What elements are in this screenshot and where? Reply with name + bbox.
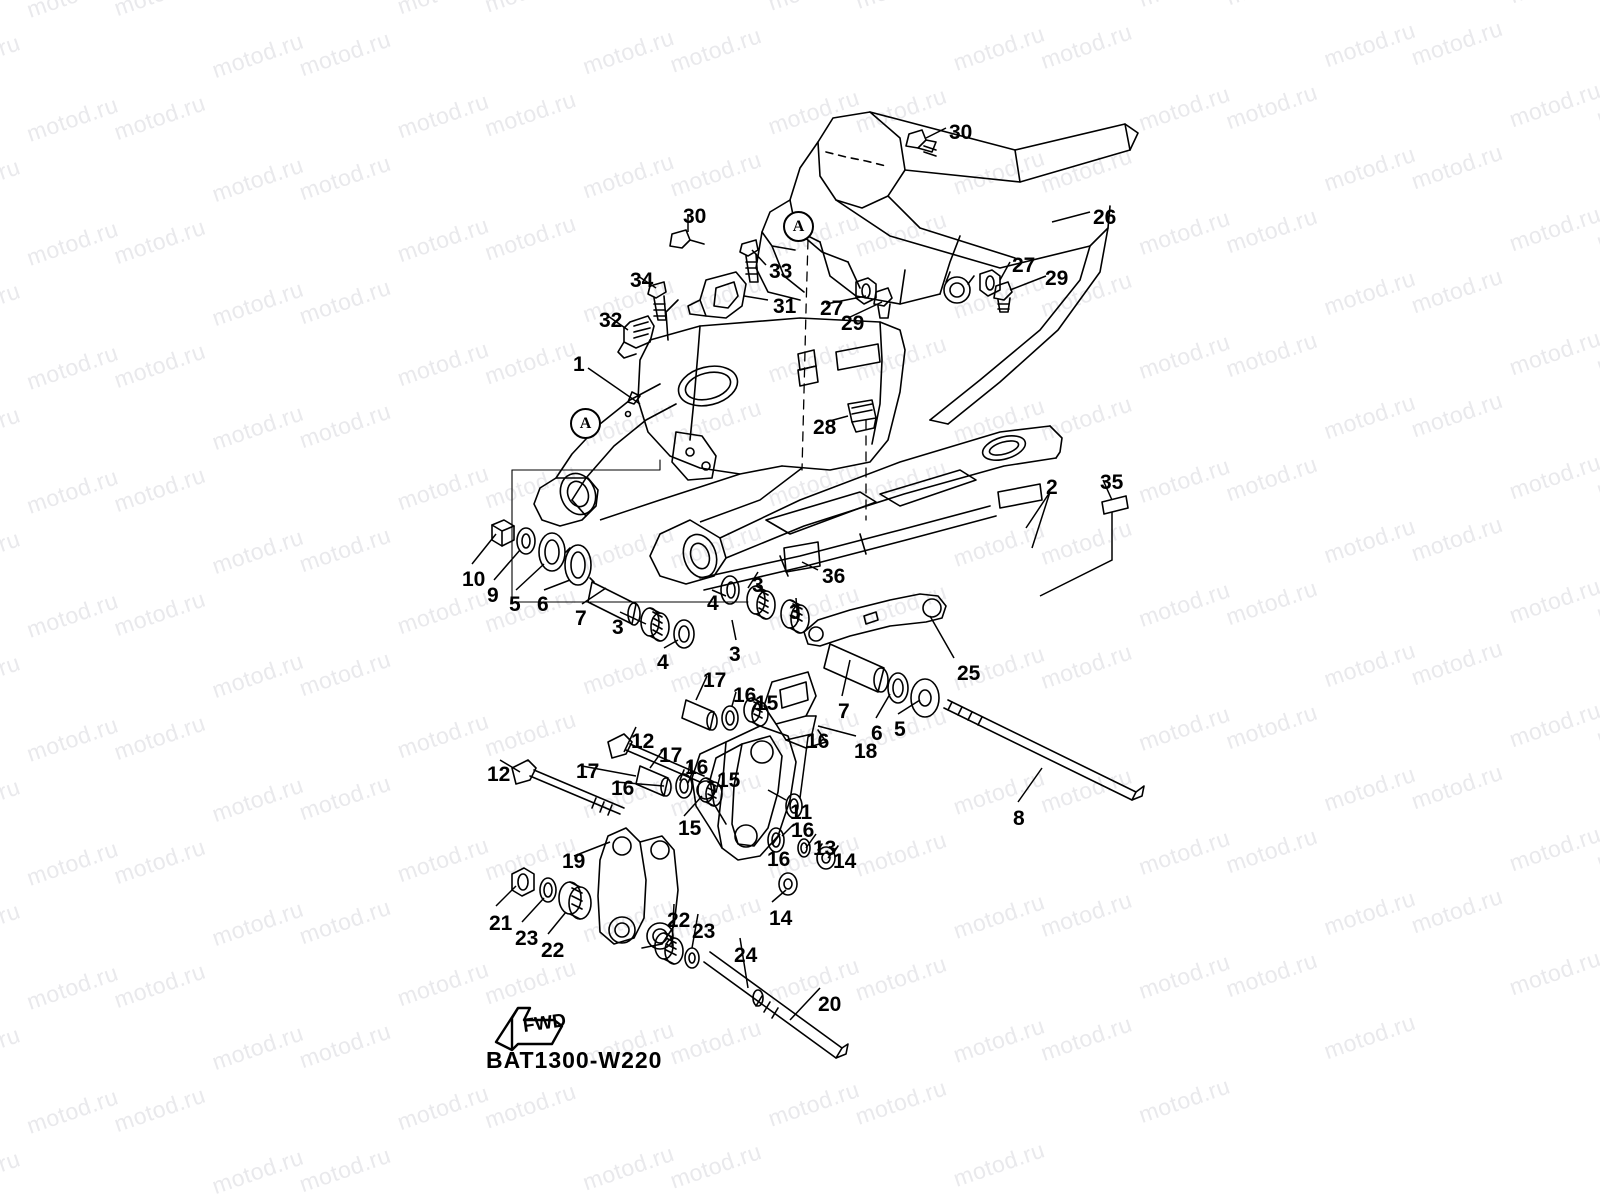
callout-19: 19 (562, 850, 586, 873)
pivot-shaft-24 (654, 932, 849, 1059)
callout-16e: 16 (791, 819, 815, 842)
callout-1: 1 (573, 353, 585, 376)
callout-16c: 16 (685, 756, 709, 779)
small-brackets (783, 399, 1129, 573)
callout-12a: 12 (631, 730, 655, 753)
callout-9: 9 (487, 584, 499, 607)
tie-rod-25 (803, 593, 947, 647)
callout-27b: 27 (820, 297, 844, 320)
callout-15c: 15 (678, 817, 702, 840)
right-bearing-stack (720, 575, 810, 634)
callout-12b: 12 (487, 763, 511, 786)
detail-marker-a: A (570, 408, 601, 439)
callout-17a: 17 (703, 669, 727, 692)
callout-3b: 3 (729, 643, 741, 666)
callout-16a: 16 (733, 684, 757, 707)
callout-27a: 27 (1012, 254, 1036, 277)
callout-4b: 4 (707, 592, 719, 615)
upper-fasteners (617, 129, 1013, 359)
callout-23a: 23 (515, 927, 539, 950)
callout-10: 10 (462, 568, 486, 591)
callout-13: 13 (813, 837, 837, 860)
callout-7b: 7 (838, 700, 850, 723)
center-collar-and-bolt (823, 643, 1145, 801)
callout-22b: 22 (667, 909, 691, 932)
callout-3c: 3 (752, 574, 764, 597)
callout-33: 33 (769, 260, 793, 283)
link-bushing-row-lower (767, 793, 839, 896)
callout-29a: 29 (1045, 267, 1069, 290)
callout-35: 35 (1100, 471, 1124, 494)
callout-36: 36 (822, 565, 846, 588)
callout-21: 21 (489, 912, 513, 935)
callout-17c: 17 (576, 760, 600, 783)
callout-22a: 22 (541, 939, 565, 962)
lower-rear-arm (649, 425, 1063, 591)
detail-marker-a: A (783, 211, 814, 242)
callout-16f: 16 (767, 848, 791, 871)
callout-4a: 4 (657, 651, 669, 674)
callout-15b: 15 (717, 769, 741, 792)
callout-26: 26 (1093, 206, 1117, 229)
callout-15a: 15 (755, 692, 779, 715)
callout-25: 25 (957, 662, 981, 685)
callout-14b: 14 (769, 907, 793, 930)
callout-17b: 17 (659, 744, 683, 767)
callout-8: 8 (1013, 807, 1025, 830)
callout-31: 31 (773, 295, 797, 318)
callout-30b: 30 (683, 205, 707, 228)
callout-29b: 29 (841, 312, 865, 335)
callout-14a: 14 (833, 850, 857, 873)
chain-guide-18 (763, 671, 827, 749)
callout-24: 24 (734, 944, 758, 967)
callout-2: 2 (1046, 476, 1058, 499)
callout-5a: 5 (509, 593, 521, 616)
diagram-code: BAT1300-W220 (486, 1047, 663, 1073)
callout-5b: 5 (894, 718, 906, 741)
callout-6a: 6 (537, 593, 549, 616)
callout-28: 28 (813, 416, 837, 439)
connecting-rod-19 (597, 827, 679, 950)
callout-16d: 16 (611, 777, 635, 800)
callout-32: 32 (599, 309, 623, 332)
callout-7a: 7 (575, 607, 587, 630)
callout-3d: 3 (789, 601, 801, 624)
rear-arm-upper-assembly (755, 111, 1139, 425)
callout-11: 11 (790, 801, 813, 824)
seat-rail-frame (637, 239, 906, 521)
callout-16b: 16 (806, 730, 830, 753)
callout-6b: 6 (871, 722, 883, 745)
callout-34: 34 (630, 269, 654, 292)
callout-3a: 3 (612, 616, 624, 639)
link-bushing-row-middle (635, 765, 723, 807)
callout-30a: 30 (949, 121, 973, 144)
fwd-arrow-icon (494, 1006, 564, 1052)
callout-23b: 23 (692, 920, 716, 943)
callout-20: 20 (818, 993, 842, 1016)
link-bushing-row-upper (681, 697, 769, 731)
callout-18: 18 (854, 740, 878, 763)
bolts-12 (511, 733, 705, 816)
